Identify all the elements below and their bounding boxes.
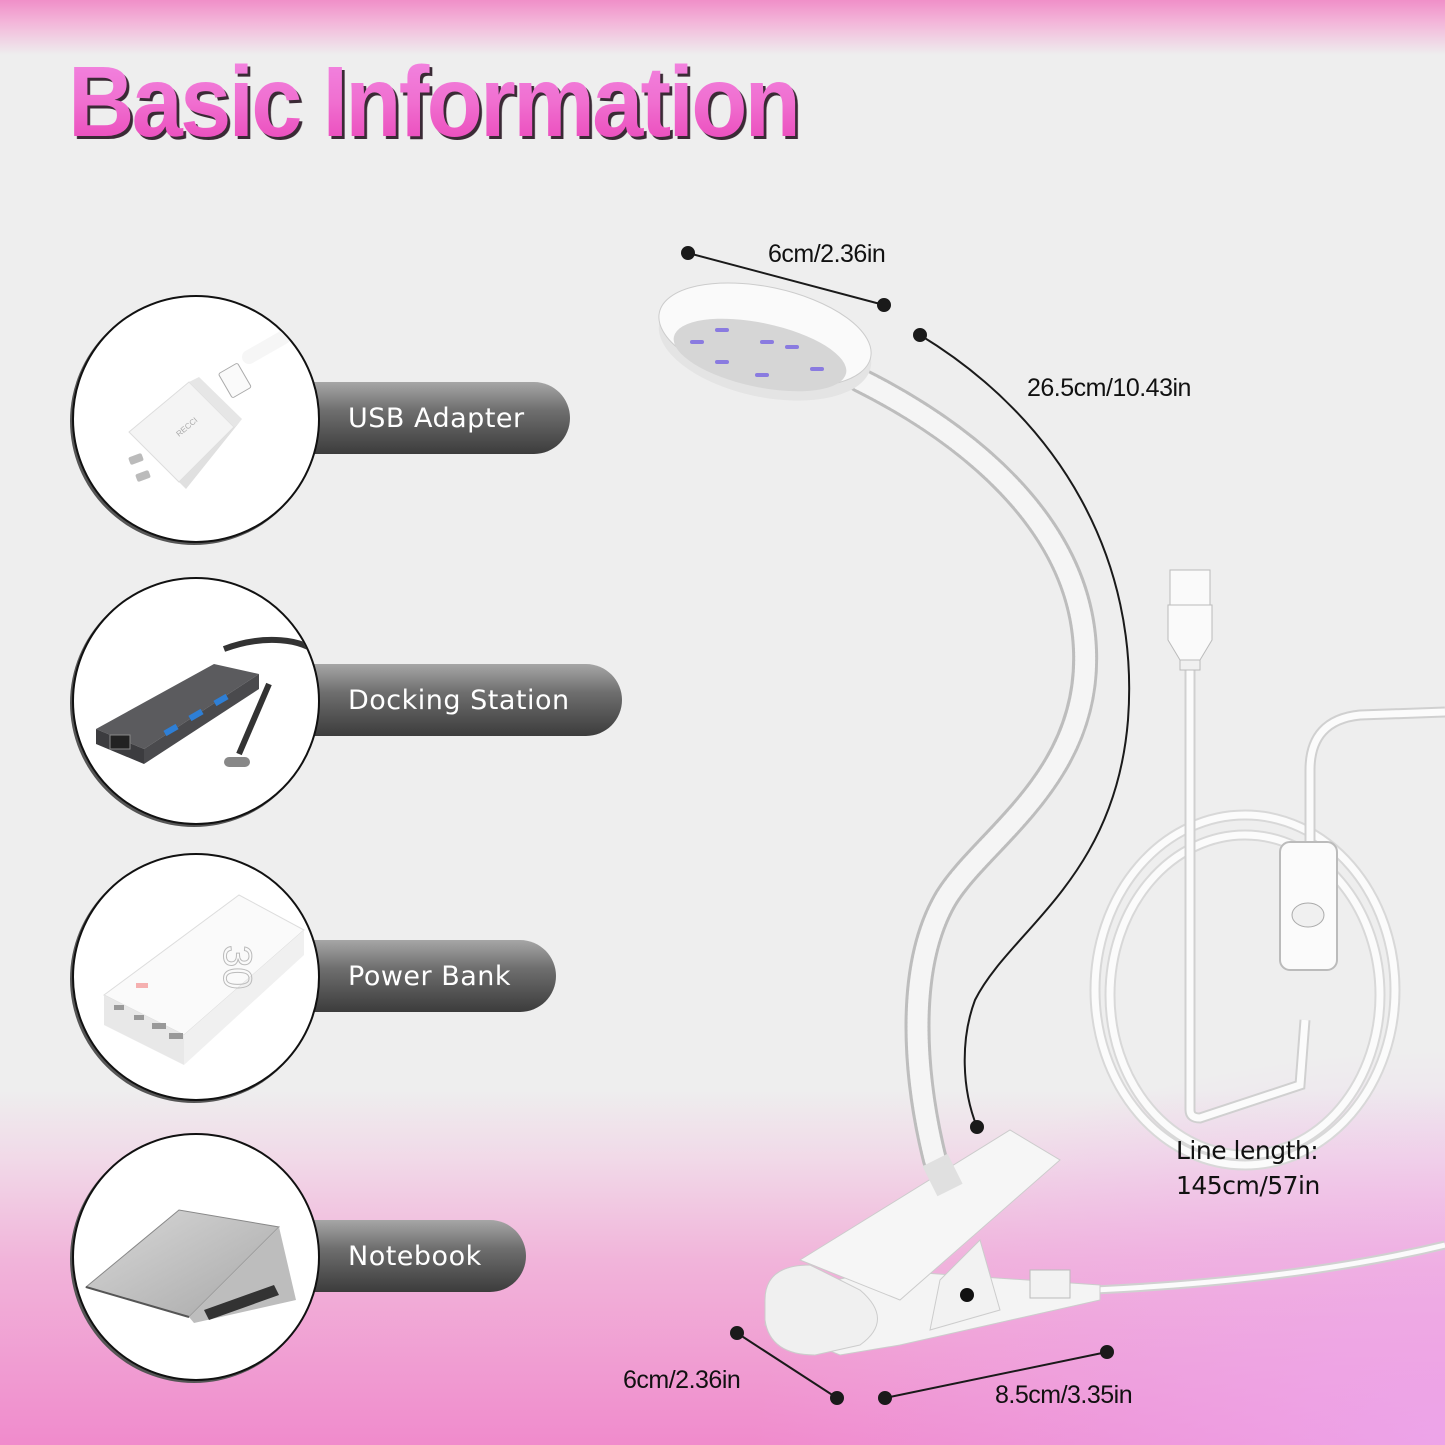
device-label-pill: Docking Station <box>292 664 622 736</box>
device-label-pill: Power Bank <box>292 940 556 1012</box>
line-length-label: Line length: <box>1176 1136 1319 1165</box>
usb-adapter-icon: RECCI <box>72 295 320 543</box>
clip-base <box>764 1129 1101 1356</box>
device-label: Power Bank <box>348 960 512 992</box>
device-item-power-bank: Power Bank 30 <box>72 853 632 1103</box>
usb-plug <box>1167 569 1213 671</box>
device-item-notebook: Notebook <box>72 1133 632 1383</box>
line-length-value: 145cm/57in <box>1176 1171 1320 1200</box>
page-title: Basic Information <box>68 46 801 158</box>
dimension-lines <box>681 246 1131 1405</box>
clip-length-label: 8.5cm/3.35in <box>995 1381 1133 1409</box>
device-label: Notebook <box>348 1240 482 1272</box>
device-label-pill: USB Adapter <box>292 382 570 454</box>
power-bank-icon: 30 <box>72 853 320 1101</box>
device-label: Docking Station <box>348 684 570 716</box>
docking-station-icon <box>72 577 320 825</box>
device-label: USB Adapter <box>348 402 525 434</box>
gooseneck-length-label: 26.5cm/10.43in <box>1027 374 1191 402</box>
lamp-head-diameter-label: 6cm/2.36in <box>768 240 886 268</box>
lamp-head <box>658 282 872 401</box>
cable-coil <box>1089 670 1445 1295</box>
device-item-usb-adapter: USB Adapter RECCI <box>72 295 632 545</box>
clip-width-label: 6cm/2.36in <box>623 1366 741 1394</box>
inline-switch <box>1279 841 1338 971</box>
device-item-docking-station: Docking Station <box>72 577 632 827</box>
notebook-icon <box>72 1133 320 1381</box>
device-label-pill: Notebook <box>292 1220 526 1292</box>
svg-text:30: 30 <box>215 945 259 990</box>
